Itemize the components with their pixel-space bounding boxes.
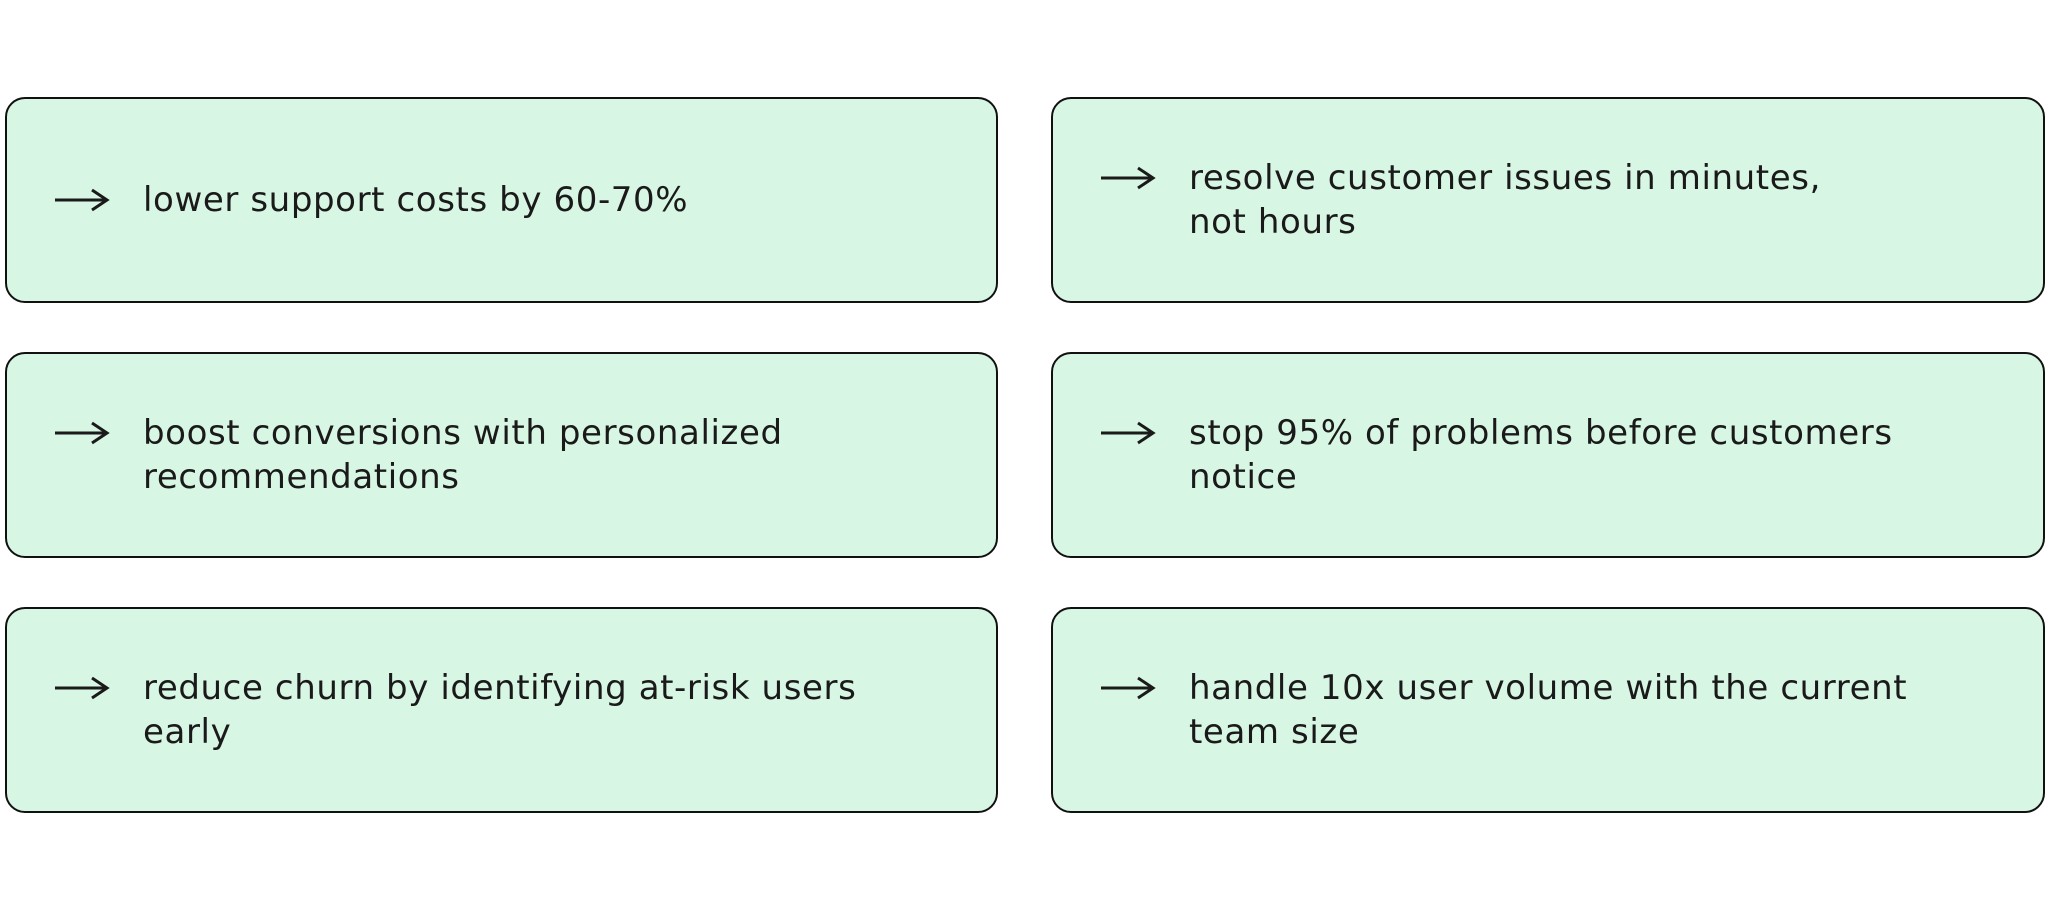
right-arrow-icon (54, 676, 110, 700)
benefit-text: stop 95% of problems before customers no… (1189, 413, 1893, 497)
benefit-card-content: reduce churn by identifying at-risk user… (54, 666, 856, 754)
benefit-card-content: resolve customer issues in minutes, not … (1100, 156, 1821, 244)
benefit-text: boost conversions with personalized reco… (143, 413, 783, 497)
benefit-text: resolve customer issues in minutes, not … (1189, 158, 1821, 242)
right-arrow-icon (54, 188, 110, 212)
right-arrow-icon (1100, 421, 1156, 445)
benefit-card-handle-volume: handle 10x user volume with the current … (1051, 607, 2045, 813)
benefit-card-content: boost conversions with personalized reco… (54, 411, 783, 499)
benefit-card-stop-problems: stop 95% of problems before customers no… (1051, 352, 2045, 558)
right-arrow-icon (1100, 676, 1156, 700)
benefit-card-content: handle 10x user volume with the current … (1100, 666, 1907, 754)
right-arrow-icon (54, 421, 110, 445)
benefit-card-content: stop 95% of problems before customers no… (1100, 411, 1893, 499)
benefits-grid: lower support costs by 60-70% resolve cu… (5, 97, 2045, 813)
right-arrow-icon (1100, 166, 1156, 190)
benefit-card-reduce-churn: reduce churn by identifying at-risk user… (5, 607, 998, 813)
benefit-text: reduce churn by identifying at-risk user… (143, 668, 857, 752)
benefit-text: handle 10x user volume with the current … (1189, 668, 1908, 752)
benefit-card-resolve-issues: resolve customer issues in minutes, not … (1051, 97, 2045, 303)
benefit-text: lower support costs by 60-70% (143, 180, 689, 220)
benefit-card-lower-support-costs: lower support costs by 60-70% (5, 97, 998, 303)
benefit-card-boost-conversions: boost conversions with personalized reco… (5, 352, 998, 558)
benefit-card-content: lower support costs by 60-70% (54, 178, 688, 222)
